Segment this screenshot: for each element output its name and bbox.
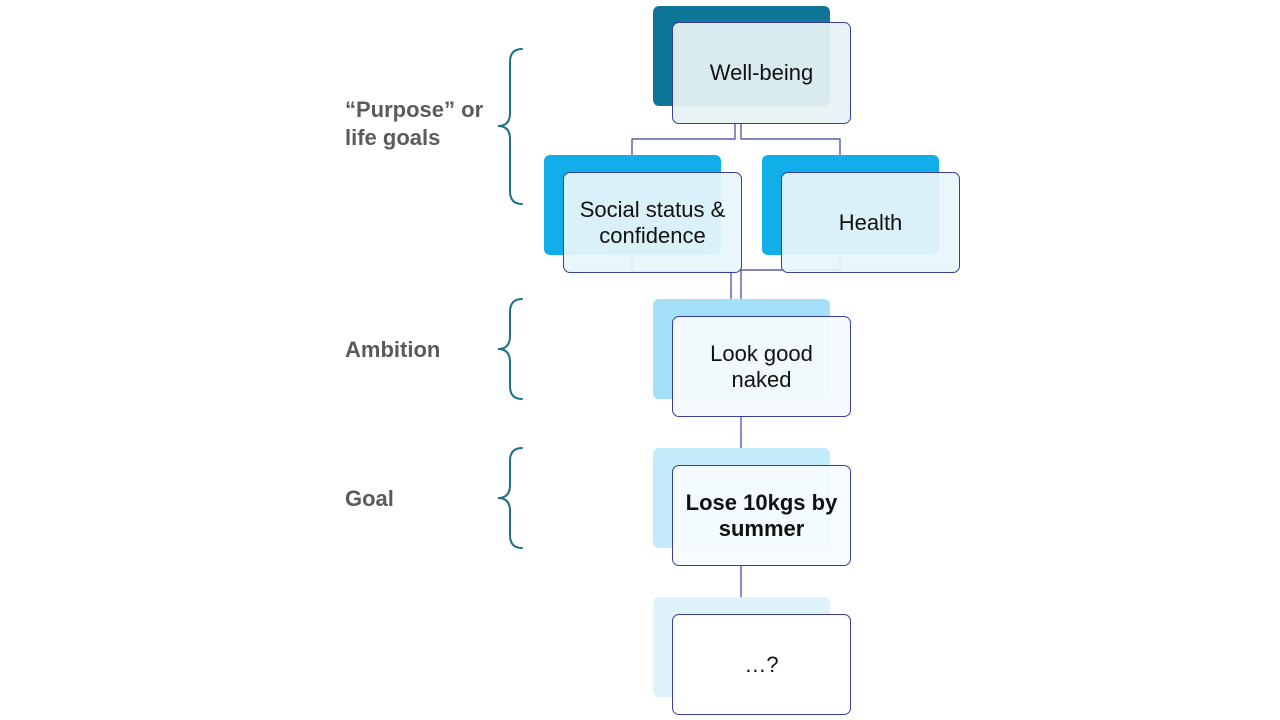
bracket-ambition xyxy=(497,298,523,400)
lose-weight-node: Lose 10kgs by summer xyxy=(672,465,851,566)
unknown-text: …? xyxy=(744,651,779,677)
connector-wellbeing-to-social xyxy=(631,124,736,155)
social-node: Social status & confidence xyxy=(563,172,742,273)
lose-weight-text: Lose 10kgs by summer xyxy=(685,489,838,541)
look-good-node: Look good naked xyxy=(672,316,851,417)
social-text: Social status & confidence xyxy=(579,196,726,248)
bracket-goal xyxy=(497,447,523,549)
unknown-node: …? xyxy=(672,614,851,715)
health-text: Health xyxy=(838,209,903,235)
connector-wellbeing-to-health xyxy=(740,124,841,155)
health-node: Health xyxy=(781,172,960,273)
wellbeing-node: Well-being xyxy=(672,22,851,124)
label-ambition: Ambition xyxy=(345,337,441,362)
label-goal: Goal xyxy=(345,486,394,511)
look-good-text: Look good naked xyxy=(710,340,813,392)
bracket-purpose xyxy=(497,48,523,205)
wellbeing-text: Well-being xyxy=(709,60,814,85)
label-purpose: “Purpose” or life goals xyxy=(345,97,484,150)
